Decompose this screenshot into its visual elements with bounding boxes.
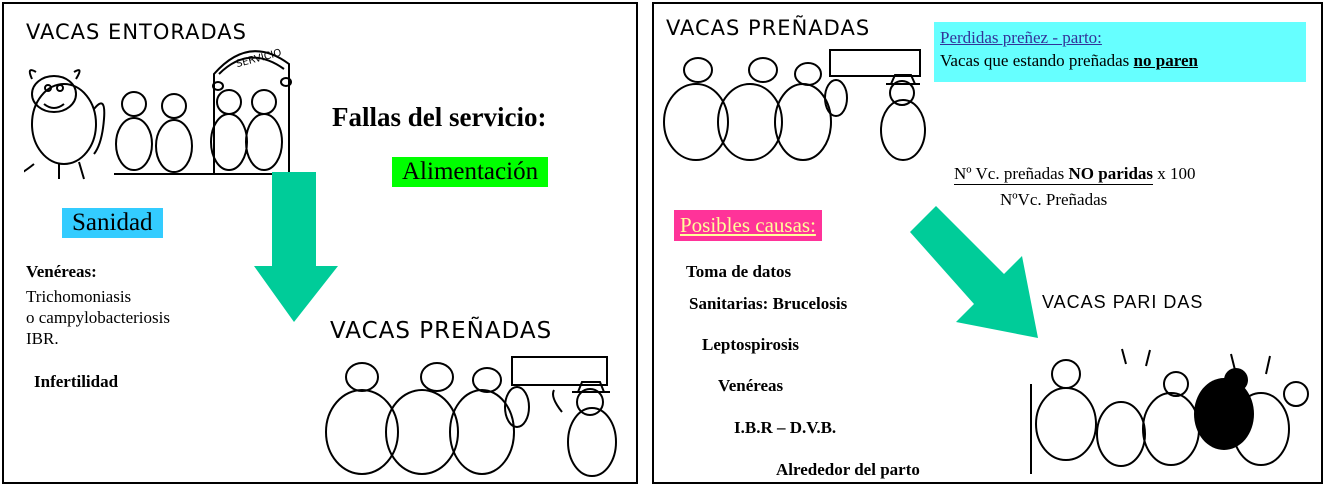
slide-1: VACAS ENTORADAS SE: [2, 2, 638, 484]
infertilidad-label: Infertilidad: [34, 372, 119, 391]
vacas-paridas-title: VACAS PARI DAS: [1042, 292, 1204, 312]
causa-item: Sanitarias: Brucelosis: [689, 294, 848, 313]
perdidas-title: Perdidas preñez - parto:: [940, 28, 1102, 47]
fallas-heading: Fallas del servicio:: [332, 102, 547, 132]
causa-item: Venéreas: [718, 376, 784, 395]
posibles-causas-label: Posibles causas:: [674, 210, 822, 241]
perdidas-info-box: Perdidas preñez - parto: Vacas que estan…: [934, 22, 1306, 82]
pregnant-cows-illustration: [325, 356, 617, 477]
slide-2: VACAS PREÑADAS Perdidas preñez - parto: …: [652, 2, 1323, 484]
causa-item: Toma de datos: [686, 262, 792, 281]
formula-denominator: NºVc. Preñadas: [1000, 190, 1108, 209]
venereas-item: IBR.: [26, 329, 59, 348]
down-arrow: [254, 172, 338, 322]
slide2-title: VACAS PREÑADAS: [666, 16, 871, 40]
venereas-list: Trichomoniasis o campylobacteriosis IBR.: [26, 286, 170, 349]
causa-item: I.B.R – D.V.B.: [734, 418, 837, 437]
formula-num-a: Nº Vc. preñadas: [954, 164, 1069, 183]
perdidas-description: Vacas que estando preñadas no paren: [940, 49, 1300, 72]
pregnant-cows-illustration-2: [663, 49, 926, 161]
vacas-prenadas-title: VACAS PREÑADAS: [330, 318, 553, 344]
diagonal-arrow: [910, 206, 1038, 338]
formula-numerator: Nº Vc. preñadas NO paridas x 100: [954, 164, 1196, 185]
venereas-title: Venéreas:: [26, 262, 97, 281]
venereas-item: o campylobacteriosis: [26, 308, 170, 327]
venereas-item: Trichomoniasis: [26, 287, 132, 306]
causa-item: Leptospirosis: [702, 335, 799, 354]
sanidad-box: Sanidad: [62, 208, 163, 238]
perdidas-desc-bold: no paren: [1133, 51, 1198, 70]
cows-wedding-illustration: SERVICIO: [24, 47, 294, 180]
causa-item: Alrededor del parto: [776, 460, 920, 479]
alimentacion-box: Alimentación: [392, 157, 549, 187]
perdidas-desc-prefix: Vacas que estando preñadas: [940, 51, 1134, 70]
herd-illustration: [1030, 348, 1309, 474]
slide1-title: VACAS ENTORADAS: [26, 20, 247, 44]
formula-num-b: NO paridas: [1068, 164, 1154, 183]
formula-num-c: x 100: [1153, 164, 1196, 183]
